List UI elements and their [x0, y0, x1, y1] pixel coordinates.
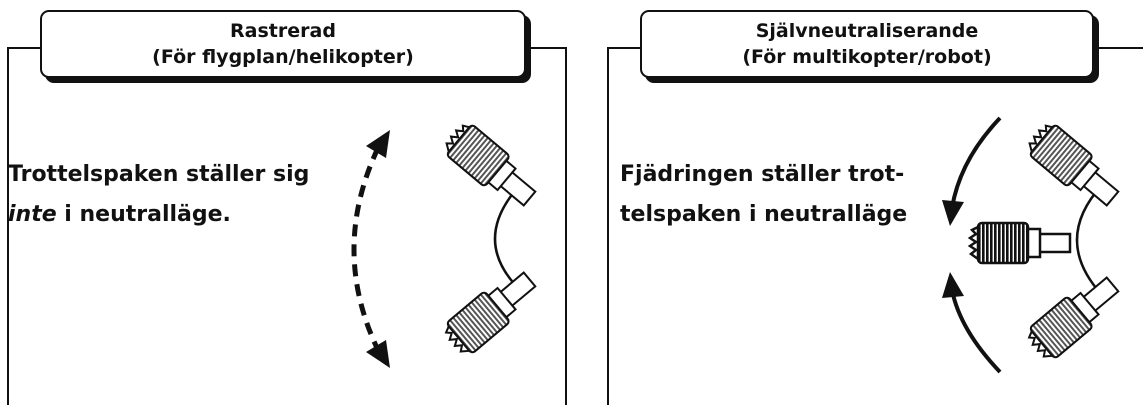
- panel-title: Rastrerad (För flygplan/helikopter): [40, 10, 526, 78]
- top-stick: [439, 117, 544, 215]
- panel-frame: [7, 47, 567, 405]
- self-centering-panel: Självneutraliserande (För multikopter/ro…: [600, 0, 1143, 405]
- title-line-2: (För flygplan/helikopter): [152, 46, 414, 68]
- bottom-stick: [1022, 268, 1127, 366]
- spring-return-arrows: [942, 116, 1002, 374]
- caption-line-1: Trottelspaken ställer sig: [8, 162, 310, 187]
- panel-frame: [607, 47, 1143, 405]
- ratchet-panel: Rastrerad (För flygplan/helikopter) Trot…: [7, 10, 567, 405]
- stick-diagram: [351, 117, 544, 368]
- bottom-stick: [439, 263, 544, 361]
- caption-line-1: Fjädringen ställer trot-: [620, 162, 905, 187]
- gimbal-arc: [493, 184, 521, 291]
- title-line-1: Självneutraliserande: [755, 20, 979, 42]
- caption-line-2: i neutralläge.: [56, 202, 231, 227]
- caption-line-2: telspaken i neutralläge: [620, 202, 908, 227]
- panel-caption: Trottelspaken ställer sig inte i neutral…: [8, 155, 309, 235]
- caption-emphasis: inte: [8, 202, 57, 227]
- title-line-2: (För multikopter/robot): [742, 46, 992, 68]
- top-stick: [1022, 117, 1127, 215]
- panel-title: Självneutraliserande (För multikopter/ro…: [640, 10, 1094, 78]
- stick-diagram: [942, 116, 1127, 374]
- dashed-double-arrow: [351, 130, 390, 368]
- panel-caption: Fjädringen ställer trot- telspaken i neu…: [620, 155, 907, 235]
- title-line-1: Rastrerad: [230, 20, 336, 42]
- center-stick: [968, 221, 1072, 265]
- gimbal-arc: [1075, 184, 1103, 296]
